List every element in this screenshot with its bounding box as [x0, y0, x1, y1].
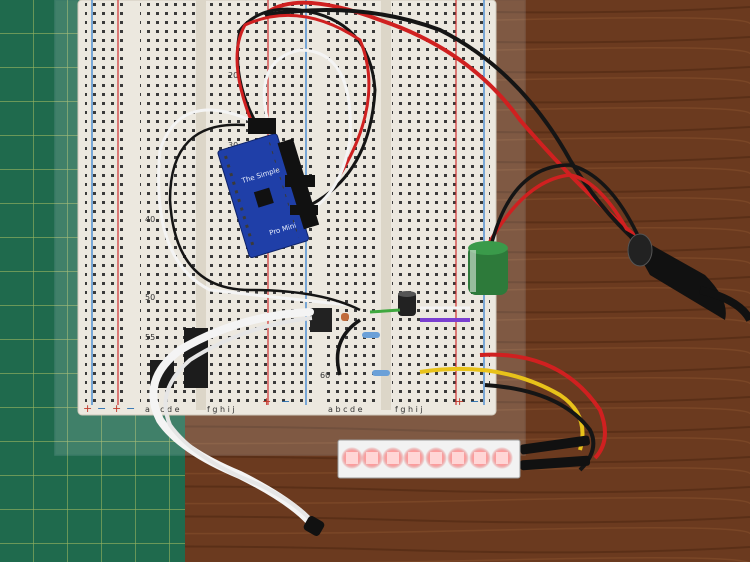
- header-connector: [248, 118, 318, 215]
- yellow-signal-wire: [419, 366, 585, 451]
- rail-minus-label: −: [97, 402, 106, 415]
- column-letters: f g h i j: [395, 405, 423, 414]
- dc-barrel-jack: [625, 230, 750, 323]
- white-long-wire: [157, 108, 351, 307]
- electrolytic-capacitor: [468, 241, 508, 295]
- white-header-wire: [262, 48, 352, 217]
- red-capacitor-wire: [478, 173, 632, 261]
- led-pixel: [382, 447, 404, 469]
- black-capacitor-wire: [488, 163, 642, 251]
- rail-minus-label: −: [126, 402, 135, 415]
- strip-connector: [519, 435, 591, 471]
- small-capacitor: [398, 291, 416, 316]
- rail-plus-label: +: [83, 402, 92, 415]
- rail-minus-label: −: [281, 395, 290, 408]
- white-ribbon-cable: [163, 316, 317, 527]
- red-power-wire: [266, 0, 642, 242]
- column-letters: a b c d e: [328, 405, 363, 414]
- row-number: 40: [145, 215, 155, 224]
- resistor: [341, 313, 390, 376]
- led-strip: [337, 439, 521, 479]
- led-pixel: [491, 447, 513, 469]
- red-header-wire: [235, 13, 371, 176]
- row-number: 50: [145, 293, 155, 302]
- led-pixel: [447, 447, 469, 469]
- row-number: 20: [228, 71, 238, 80]
- led-pixel: [361, 447, 383, 469]
- led-pixel: [469, 447, 491, 469]
- led-pixel: [341, 447, 363, 469]
- rail-plus-label: +: [112, 402, 121, 415]
- row-number: 30: [228, 141, 238, 150]
- black-jumper-wire: [335, 318, 361, 376]
- rail-minus-label: −: [470, 395, 479, 408]
- row-number: 60: [320, 371, 330, 380]
- rail-plus-label: +: [455, 395, 464, 408]
- green-jumper-wire: [369, 308, 401, 314]
- rail-plus-label: +: [262, 395, 271, 408]
- red-strip-wire: [479, 352, 607, 460]
- black-long-wire: [168, 123, 361, 312]
- led-pixel: [425, 447, 447, 469]
- sensor-tip: [303, 516, 325, 536]
- column-letters: f g h i j: [207, 405, 235, 414]
- column-letters: a b c d e: [145, 405, 180, 414]
- black-strip-wire: [484, 383, 596, 472]
- row-number: 55: [145, 333, 155, 342]
- led-pixel: [403, 447, 425, 469]
- black-power-wire: [264, 8, 642, 247]
